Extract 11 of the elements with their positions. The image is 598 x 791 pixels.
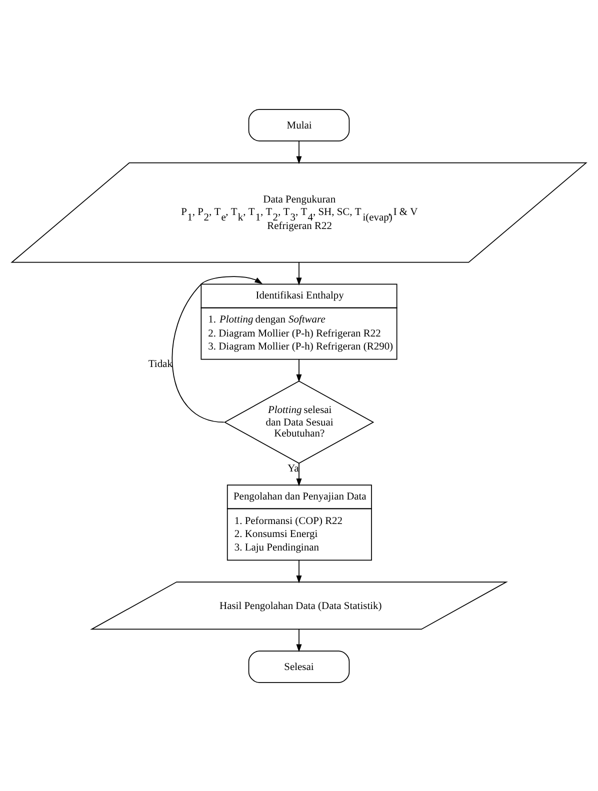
arrow [296, 262, 302, 285]
arrow [296, 628, 302, 652]
node-diamond: Plotting selesai dan Data Sesuai Kebutuhan? [224, 380, 374, 464]
edge-label: Ya [288, 462, 299, 474]
arrow [296, 462, 302, 486]
arrow [172, 276, 263, 422]
node-box: Mulai [248, 108, 350, 141]
arrow [296, 559, 302, 583]
node-box: Selesai [248, 650, 350, 682]
arrow [296, 358, 302, 382]
arrow [296, 140, 302, 164]
